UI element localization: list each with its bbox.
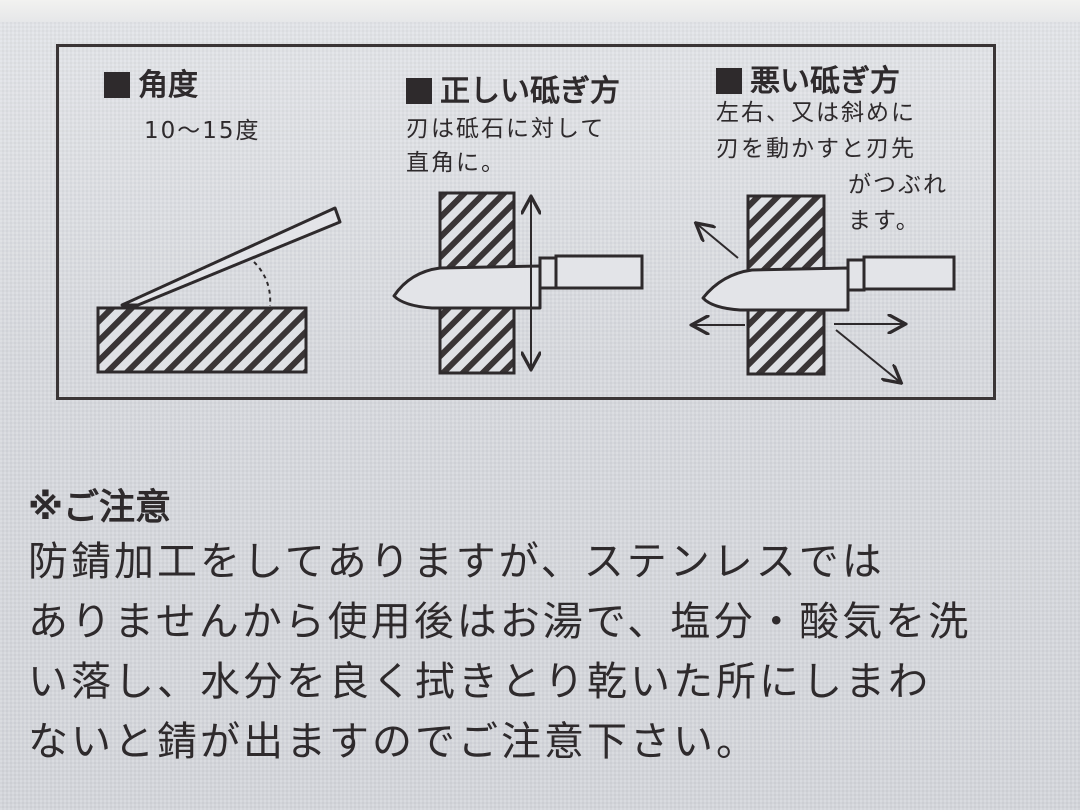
diagram-box bbox=[56, 44, 996, 400]
correct-figure bbox=[392, 191, 644, 375]
whetstone-icon bbox=[96, 306, 308, 374]
angle-heading: 角度 bbox=[104, 60, 198, 104]
wrong-figure bbox=[693, 194, 956, 382]
wrong-heading: 悪い砥ぎ方 bbox=[716, 56, 900, 100]
diagonal-arrow-up-left-icon bbox=[697, 224, 739, 259]
correct-heading: 正しい砥ぎ方 bbox=[406, 66, 620, 110]
wrong-caption-line-3: がつぶれ bbox=[848, 172, 948, 198]
top-edge-strip bbox=[0, 0, 1080, 22]
notice-line-3: い落し、水分を良く拭きとり乾いた所にしまわ bbox=[28, 659, 931, 705]
notice-line-4: ないと錆が出ますのでご注意下さい。 bbox=[28, 719, 759, 765]
knife-blade-icon bbox=[120, 206, 342, 307]
notice-body: 防錆加工をしてありますが、ステンレスでは ありませんから使用後はお湯で、塩分・酸… bbox=[28, 532, 1058, 772]
diagonal-arrow-down-right-icon bbox=[835, 329, 900, 382]
notice-title: ※ご注意 bbox=[28, 487, 171, 528]
knife-icon bbox=[701, 255, 956, 312]
notice-line-2: ありませんから使用後はお湯で、塩分・酸気を洗 bbox=[28, 599, 972, 645]
notice-line-1: 防錆加工をしてありますが、ステンレスでは bbox=[28, 539, 885, 585]
angle-arc-icon bbox=[253, 261, 272, 307]
square-bullet-icon bbox=[716, 68, 742, 94]
wrong-caption-line-4: ます。 bbox=[848, 208, 921, 234]
correct-caption-line-1: 刃は砥石に対して bbox=[406, 116, 606, 142]
angle-figure bbox=[96, 206, 342, 374]
knife-icon bbox=[392, 254, 644, 310]
square-bullet-icon bbox=[104, 72, 130, 98]
angle-caption: 10～15度 bbox=[144, 118, 261, 144]
wrong-caption-line-1: 左右、又は斜めに bbox=[716, 100, 916, 126]
square-bullet-icon bbox=[406, 78, 432, 104]
wrong-caption-line-2: 刃を動かすと刃先 bbox=[716, 136, 916, 162]
correct-caption-line-2: 直角に。 bbox=[406, 150, 506, 176]
